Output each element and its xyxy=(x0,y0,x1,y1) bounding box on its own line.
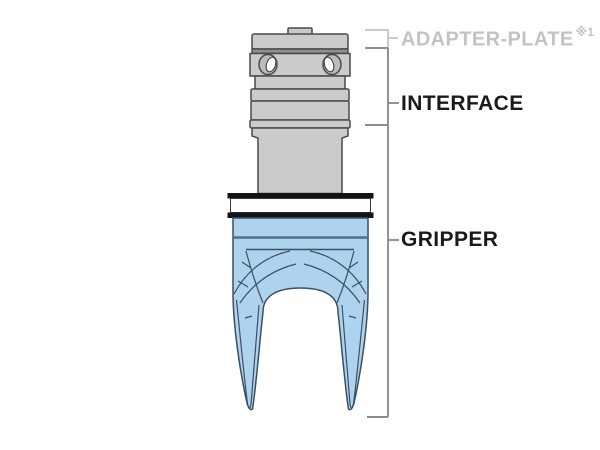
gripper-prong-lines xyxy=(235,299,366,409)
gripper-wireframe xyxy=(233,250,367,304)
interface-neck xyxy=(254,75,346,90)
bolt-hole-left-bore xyxy=(265,56,277,73)
interface-label: INTERFACE xyxy=(401,92,524,115)
adapter-plate-body xyxy=(251,33,349,50)
bolt-hole-right-bore xyxy=(323,56,335,73)
interface-rib-1 xyxy=(250,88,350,102)
interface-rib-2 xyxy=(250,100,350,121)
interface-part xyxy=(249,52,351,195)
callout-brackets xyxy=(365,29,399,418)
gripper-label: GRIPPER xyxy=(401,228,498,251)
gripper-part xyxy=(232,217,369,411)
adapter-plate-footnote-marker: ※1 xyxy=(575,25,594,39)
adapter-plate-part xyxy=(251,27,349,55)
bracket-adapter-plate xyxy=(365,29,389,48)
adapter-plate-label: ADAPTER-PLATE※1 xyxy=(401,25,594,51)
flange-black-top xyxy=(227,193,374,199)
interface-label-text: INTERFACE xyxy=(401,92,524,115)
flange-white-ring xyxy=(230,198,371,213)
interface-column xyxy=(251,127,349,195)
flange-rings xyxy=(227,193,374,218)
adapter-plate-label-text: ADAPTER-PLATE xyxy=(401,28,574,51)
interface-rib-lip xyxy=(249,119,351,129)
gripper-label-text: GRIPPER xyxy=(401,228,499,251)
flange-black-bottom xyxy=(227,212,374,218)
